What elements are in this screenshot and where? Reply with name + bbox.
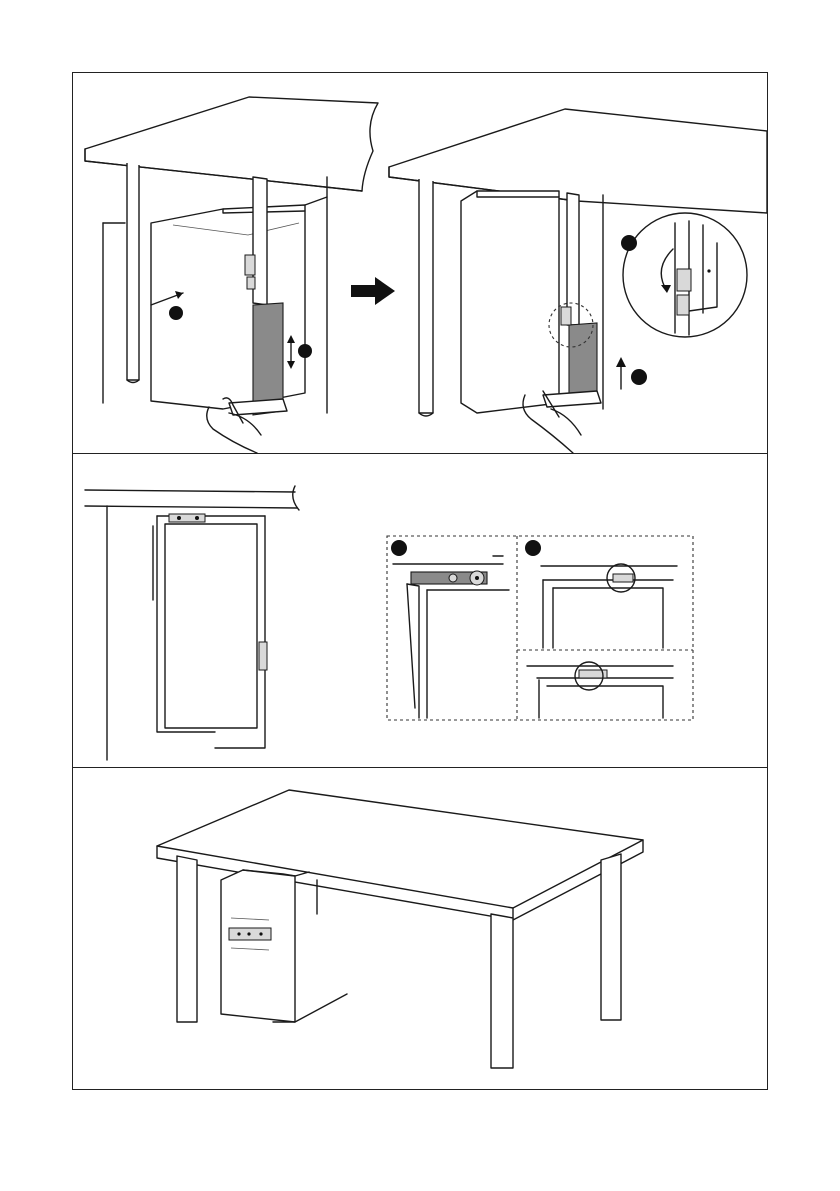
scene-after-lift	[389, 109, 767, 453]
scene-side-view	[85, 486, 299, 760]
detail-callout-box	[387, 536, 693, 720]
bracket-detail-illustration	[73, 454, 767, 768]
callout-marker	[298, 344, 312, 358]
panel-bracket-detail	[73, 454, 767, 768]
scene-before-lift	[85, 97, 378, 453]
mounting-steps-illustration	[73, 73, 767, 454]
callout-marker	[391, 540, 407, 556]
callout-marker	[631, 369, 647, 385]
callout-marker	[621, 235, 637, 251]
next-step-arrow-icon	[351, 277, 395, 305]
panel-mounting-steps	[73, 73, 767, 454]
callout-marker	[169, 306, 183, 320]
final-result-illustration	[73, 768, 767, 1089]
callout-marker	[525, 540, 541, 556]
panel-final-result	[73, 768, 767, 1089]
desk-with-mounted-pc	[157, 790, 643, 1068]
instruction-sheet-frame	[72, 72, 768, 1090]
